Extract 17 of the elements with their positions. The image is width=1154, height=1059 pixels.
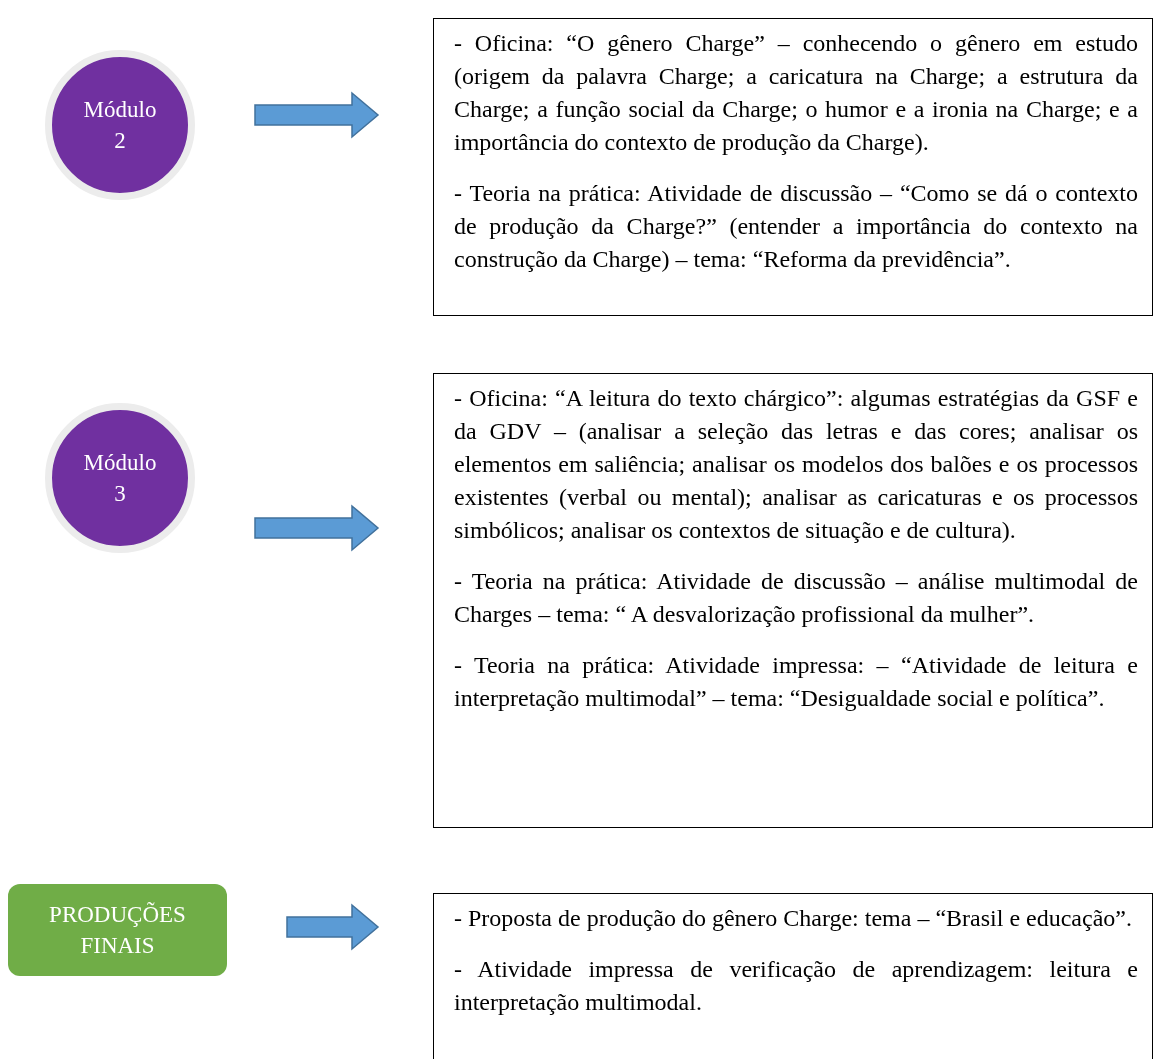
text-box (433, 893, 1153, 1059)
paragraph: - Oficina: “O gênero Charge” – conhecendo o gênero em estudo (origem da palavra Charge; a caricatura na Charge; a estrutura da Charge; a função social da Charge; o humor e a ironia na Charge; e a importância do contexto de produção da Charge). (454, 29, 1138, 157)
block-arrow (254, 504, 380, 552)
node-label: Módulo 3 (82, 449, 158, 508)
paragraph: - Oficina: “A leitura do texto chárgico”: algumas estratégias da GSF e da GDV – (analisar a seleção das letras e das cores; analisar os elementos em saliência; analisar os modelos dos balões e os processos existentes (verbal ou mental); analisar as caricaturas e os processos simbólicos; analisar os contextos de situação e de cultura). (454, 384, 1138, 545)
paragraph: - Teoria na prática: Atividade de discussão – “Como se dá o contexto de produção da Charge?” (entender a importância do contexto na construção da Charge) – tema: “Reforma da previdência”. (454, 179, 1138, 274)
text-box (433, 18, 1153, 316)
block-arrow (286, 903, 380, 951)
block-arrow (254, 91, 380, 139)
paragraph: - Atividade impressa de verificação de aprendizagem: leitura e interpretação multimodal. (454, 955, 1138, 1017)
paragraph: - Proposta de produção do gênero Charge: tema – “Brasil e educação”. (454, 904, 1133, 933)
text-box (433, 373, 1153, 828)
node-label: PRODUÇÕES FINAIS (48, 901, 187, 960)
paragraph: - Teoria na prática: Atividade de discussão – análise multimodal de Charges – tema: “ A desvalorização profissional da mulher”. (454, 567, 1138, 629)
stage-box (8, 884, 227, 976)
node-label: Módulo 2 (82, 96, 158, 155)
paragraph: - Teoria na prática: Atividade impressa: – “Atividade de leitura e interpretação multimodal” – tema: “Desigualdade social e política”. (454, 651, 1138, 713)
